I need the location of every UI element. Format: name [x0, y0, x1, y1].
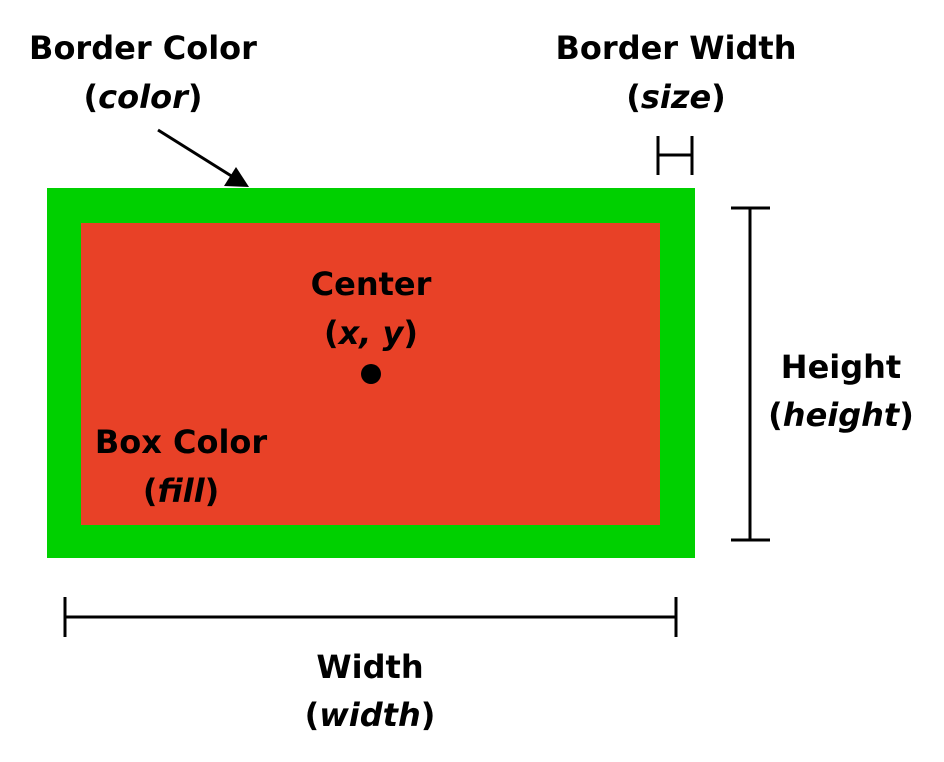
box-color-label: Box Color — [95, 423, 268, 461]
box-color-param: fill — [157, 472, 205, 510]
border-color-label: Border Color — [29, 29, 257, 67]
center-label: Center — [311, 265, 432, 303]
border-width-param-label: (size) — [626, 78, 726, 116]
width-param: width — [319, 696, 421, 734]
border-color-arrow-shaft — [157, 128, 234, 179]
border-color-title: Border Color — [29, 29, 257, 67]
border-width-param: size — [641, 78, 711, 116]
border-color-arrow-head — [224, 167, 249, 187]
height-title: Height — [781, 348, 901, 386]
width-dimension — [63, 597, 678, 637]
border-color-param-label: (color) — [84, 78, 203, 116]
border-color-param: color — [98, 78, 190, 116]
height-param: height — [783, 396, 901, 434]
border-width-title: Border Width — [556, 29, 797, 67]
center-param-label: (x, y) — [324, 314, 418, 352]
center-param: x, y — [337, 314, 405, 352]
height-dimension — [731, 206, 770, 542]
box-color-title: Box Color — [95, 423, 268, 461]
border-width-label: Border Width — [556, 29, 797, 67]
border-width-dimension — [656, 136, 694, 175]
center-title: Center — [311, 265, 432, 303]
width-title: Width — [316, 648, 423, 686]
height-label: Height — [781, 348, 901, 386]
height-param-label: (height) — [768, 396, 914, 434]
box-color-param-label: (fill) — [143, 472, 219, 510]
width-param-label: (width) — [305, 696, 436, 734]
width-label: Width — [316, 648, 423, 686]
center-point — [361, 364, 381, 384]
